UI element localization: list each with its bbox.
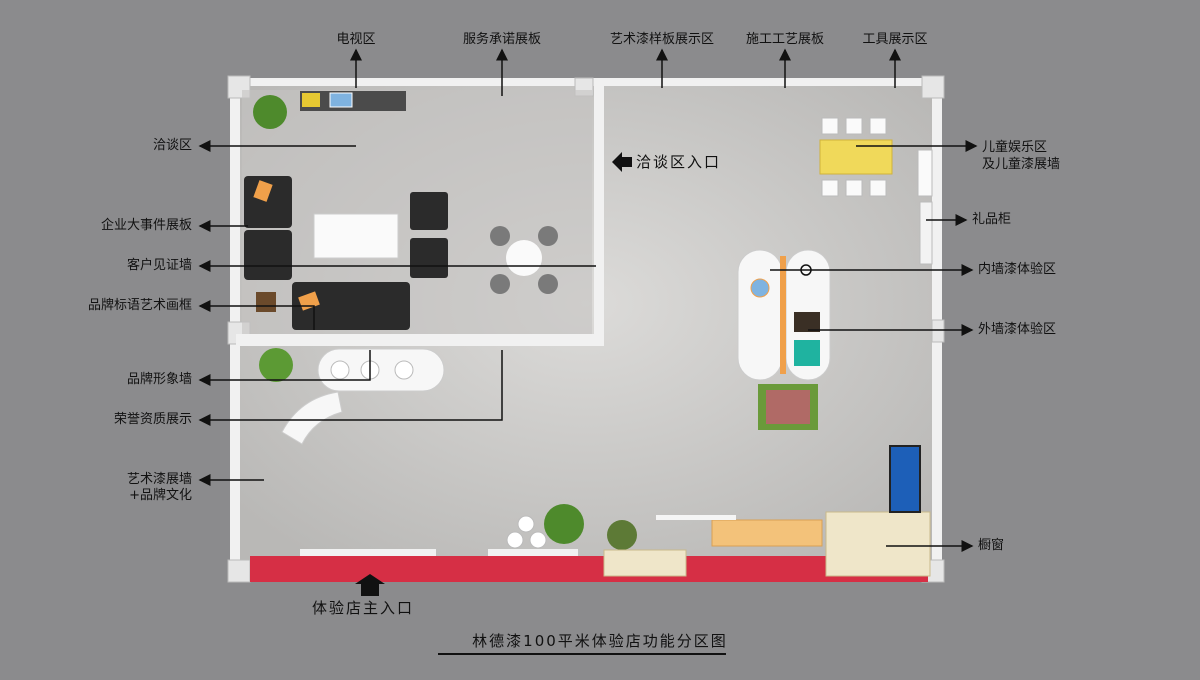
negotiation-room-wall-bottom	[236, 334, 604, 346]
entrance-wall	[250, 556, 928, 582]
tv-cabinet	[300, 91, 406, 111]
chair	[490, 274, 510, 294]
label-kids-wall: 及儿童漆展墙	[982, 157, 1061, 172]
house-model	[766, 390, 810, 424]
showcase-counter	[711, 519, 823, 547]
round-table	[506, 240, 542, 276]
label-testimony-wall: 客户见证墙	[126, 258, 192, 273]
kids-stool	[869, 117, 887, 135]
tv-screen	[329, 92, 353, 108]
title-underline	[438, 653, 726, 655]
corner-post	[921, 75, 945, 99]
label-main-entrance: 体验店主入口	[312, 599, 415, 617]
entrance-opening	[300, 549, 436, 556]
chair	[538, 274, 558, 294]
label-service-board: 服务承诺展板	[462, 32, 541, 47]
bottom-display-counter	[603, 549, 687, 577]
wall-post	[931, 319, 945, 343]
plant-icon	[259, 348, 293, 382]
label-negotiation: 洽谈区	[152, 138, 192, 153]
corner-post	[227, 559, 251, 583]
gift-cabinet	[919, 201, 933, 265]
chair	[490, 226, 510, 246]
leader-ring	[800, 264, 812, 276]
showcase-cabinet	[825, 511, 931, 577]
pool-sample	[794, 340, 820, 366]
label-art-wall-culture: +品牌文化	[129, 488, 192, 503]
leader-line	[198, 300, 315, 330]
stool	[506, 531, 524, 549]
kids-stool	[845, 179, 863, 197]
display-screen	[889, 445, 921, 513]
stool	[517, 515, 535, 533]
label-gift-cabinet: 礼品柜	[972, 212, 1012, 227]
side-table	[256, 292, 276, 312]
island-divider	[780, 256, 786, 374]
plant-icon	[607, 520, 637, 550]
label-kids-area: 儿童娱乐区	[982, 140, 1048, 155]
showcase-rail	[656, 515, 736, 520]
label-honors: 荣誉资质展示	[113, 412, 192, 427]
kids-stool	[869, 179, 887, 197]
label-tv-area: 电视区	[336, 32, 376, 47]
entrance-opening	[488, 549, 578, 556]
honors-desk	[281, 391, 343, 445]
kids-wall-shelf	[917, 149, 933, 197]
label-art-wall: 艺术漆展墙	[126, 472, 192, 487]
label-interior-paint: 内墙漆体验区	[978, 262, 1057, 277]
kids-play-table	[819, 139, 893, 175]
coffee-table	[313, 213, 399, 259]
cushion	[253, 180, 273, 202]
kids-stool	[821, 117, 839, 135]
kids-stool	[845, 117, 863, 135]
exterior-sample-box	[794, 312, 820, 332]
kids-stool	[821, 179, 839, 197]
brand-counter-stool	[330, 360, 350, 380]
stool	[529, 531, 547, 549]
brand-counter-stool	[394, 360, 414, 380]
armchair	[410, 238, 448, 278]
sofa-bottom	[292, 282, 410, 330]
label-showcase: 橱窗	[978, 538, 1005, 553]
negotiation-entrance-arrow-icon	[612, 152, 632, 172]
interior-sample-disc	[750, 278, 770, 298]
label-negotiation-entrance: 洽谈区入口	[636, 153, 722, 171]
label-events-board: 企业大事件展板	[100, 218, 192, 233]
chair	[538, 226, 558, 246]
label-sample-board: 艺术漆样板展示区	[609, 32, 714, 47]
label-process-board: 施工工艺展板	[745, 32, 824, 47]
label-slogan-frame: 品牌标语艺术画框	[87, 298, 192, 313]
leader-line	[198, 350, 503, 426]
label-exterior-paint: 外墙漆体验区	[978, 322, 1057, 337]
negotiation-room-wall-right	[594, 84, 604, 346]
main-entrance-arrow-icon	[355, 574, 385, 596]
page-title: 林德漆100平米体验店功能分区图	[472, 632, 728, 650]
tv-side-box	[302, 93, 320, 107]
label-image-wall: 品牌形象墙	[126, 372, 192, 387]
sofa-left	[244, 176, 292, 228]
sofa-left	[244, 230, 292, 280]
plant-icon	[544, 504, 584, 544]
plant-icon	[253, 95, 287, 129]
label-tool-area: 工具展示区	[862, 32, 928, 47]
leader-line	[198, 350, 371, 386]
armchair	[410, 192, 448, 230]
